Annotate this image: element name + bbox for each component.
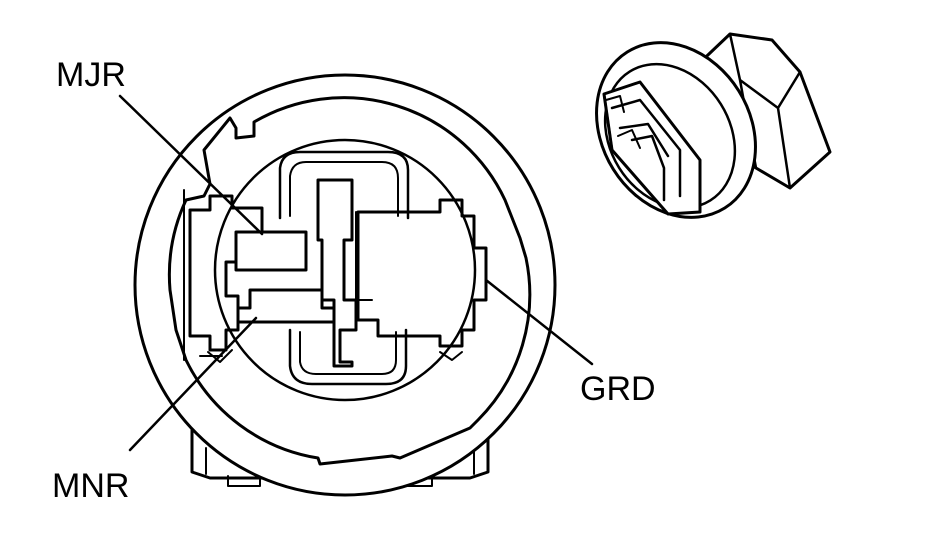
bulb-terminal-tabs: [605, 95, 641, 149]
socket-inner-ring: [167, 96, 532, 466]
minor-filament-contact: [236, 288, 336, 324]
lower-recess: [288, 328, 408, 386]
bulb-isometric-view: [595, 32, 832, 219]
bulb-base-detail: [602, 92, 682, 202]
center-stem: [316, 178, 358, 368]
socket-face-view: [133, 73, 557, 497]
bulb-flange-inner: [603, 62, 737, 210]
label-major: MJR: [56, 56, 126, 94]
left-terminal-block: [188, 194, 264, 352]
ring-key-left: [207, 349, 233, 363]
leader-major: [118, 94, 264, 236]
major-filament-contact: [234, 230, 308, 272]
label-ground: GRD: [580, 370, 656, 408]
ground-terminal: [356, 198, 488, 348]
socket-cavity: [213, 138, 477, 402]
ring-key-right: [439, 351, 463, 361]
leader-ground: [484, 278, 594, 366]
lower-recess-inner: [299, 331, 397, 375]
upper-recess-inner: [289, 161, 399, 217]
upper-recess: [278, 150, 410, 220]
housing-bottom-tab-detail: [205, 447, 475, 487]
label-minor: MNR: [52, 467, 129, 505]
callouts: MJR MNR GRD: [52, 56, 656, 505]
leader-minor: [128, 316, 258, 452]
